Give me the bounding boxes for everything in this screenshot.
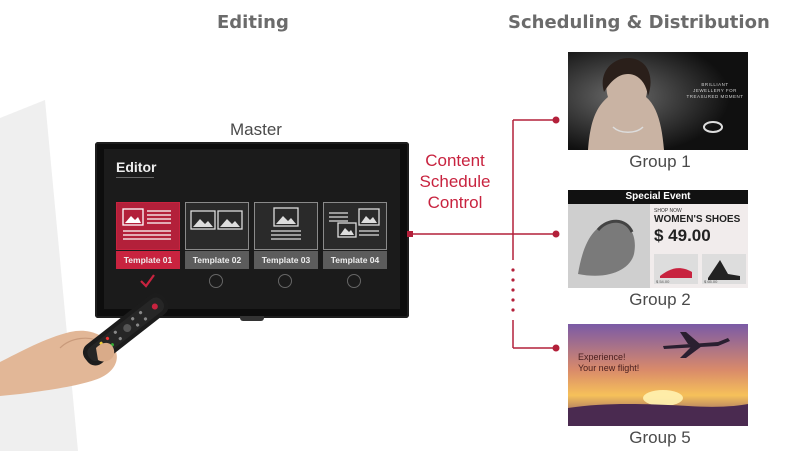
template-02-label: Template 02	[185, 251, 249, 269]
master-display: Editor Template 01	[95, 142, 409, 318]
group-2-display: Special Event SHOP NOW WOMEN'S SHOES $ 4…	[568, 190, 748, 288]
template-03-label: Template 03	[254, 251, 318, 269]
editor-underline	[116, 177, 154, 178]
radio-button[interactable]	[347, 274, 361, 288]
template-03-thumbnail	[254, 202, 318, 250]
control-label: Content Schedule Control	[405, 150, 505, 213]
radio-button[interactable]	[209, 274, 223, 288]
template-04-thumbnail	[323, 202, 387, 250]
image-layout-icon	[271, 207, 301, 240]
jewelry-ad-text: BRILLIANT JEWELLERY FOR TREASURED MOMENT	[686, 82, 744, 99]
control-line-2: Schedule	[419, 172, 491, 191]
sub-price-1: $ 54.00	[656, 279, 670, 284]
remote-control-illustration	[0, 293, 169, 396]
flight-ad-image	[568, 324, 748, 426]
shoes-price: $ 49.00	[654, 226, 711, 245]
control-line-1: Content	[425, 151, 485, 170]
shop-now-tag: SHOP NOW	[654, 208, 682, 214]
template-03[interactable]: Template 03	[254, 202, 318, 288]
flight-ad-text-line-2: Your new flight!	[578, 363, 640, 373]
display-stand	[240, 316, 264, 321]
template-04-label: Template 04	[323, 251, 387, 269]
template-01-thumbnail	[116, 202, 180, 250]
group-5-caption: Group 5	[629, 428, 691, 447]
image-layout-icon	[122, 208, 171, 240]
shoes-ad-image	[568, 204, 748, 288]
editor-screen: Editor Template 01	[104, 149, 400, 309]
template-01[interactable]: Template 01	[116, 202, 180, 288]
control-line-3: Control	[427, 193, 483, 212]
editing-header: Editing	[217, 12, 289, 33]
editor-title: Editor	[116, 159, 157, 175]
scheduling-header: Scheduling & Distribution	[508, 12, 770, 33]
image-layout-icon	[329, 208, 380, 238]
image-layout-icon	[190, 210, 243, 230]
jewelry-ad-image	[568, 52, 748, 150]
group-5-display: Experience! Your new flight!	[568, 324, 748, 426]
checkmark-icon	[140, 274, 155, 288]
template-04[interactable]: Template 04	[323, 202, 387, 288]
flight-ad-text-line-1: Experience!	[578, 352, 626, 362]
special-event-banner: Special Event	[568, 190, 748, 204]
template-02-thumbnail	[185, 202, 249, 250]
group-2-caption: Group 2	[629, 290, 691, 309]
group-1-caption: Group 1	[629, 152, 691, 171]
radio-button[interactable]	[278, 274, 292, 288]
template-01-label: Template 01	[116, 251, 180, 269]
master-label: Master	[230, 120, 282, 139]
sub-price-2: $ 65.00	[704, 279, 718, 284]
group-1-display: BRILLIANT JEWELLERY FOR TREASURED MOMENT	[568, 52, 748, 150]
shoes-headline: WOMEN'S SHOES	[654, 214, 741, 225]
template-02[interactable]: Template 02	[185, 202, 249, 288]
